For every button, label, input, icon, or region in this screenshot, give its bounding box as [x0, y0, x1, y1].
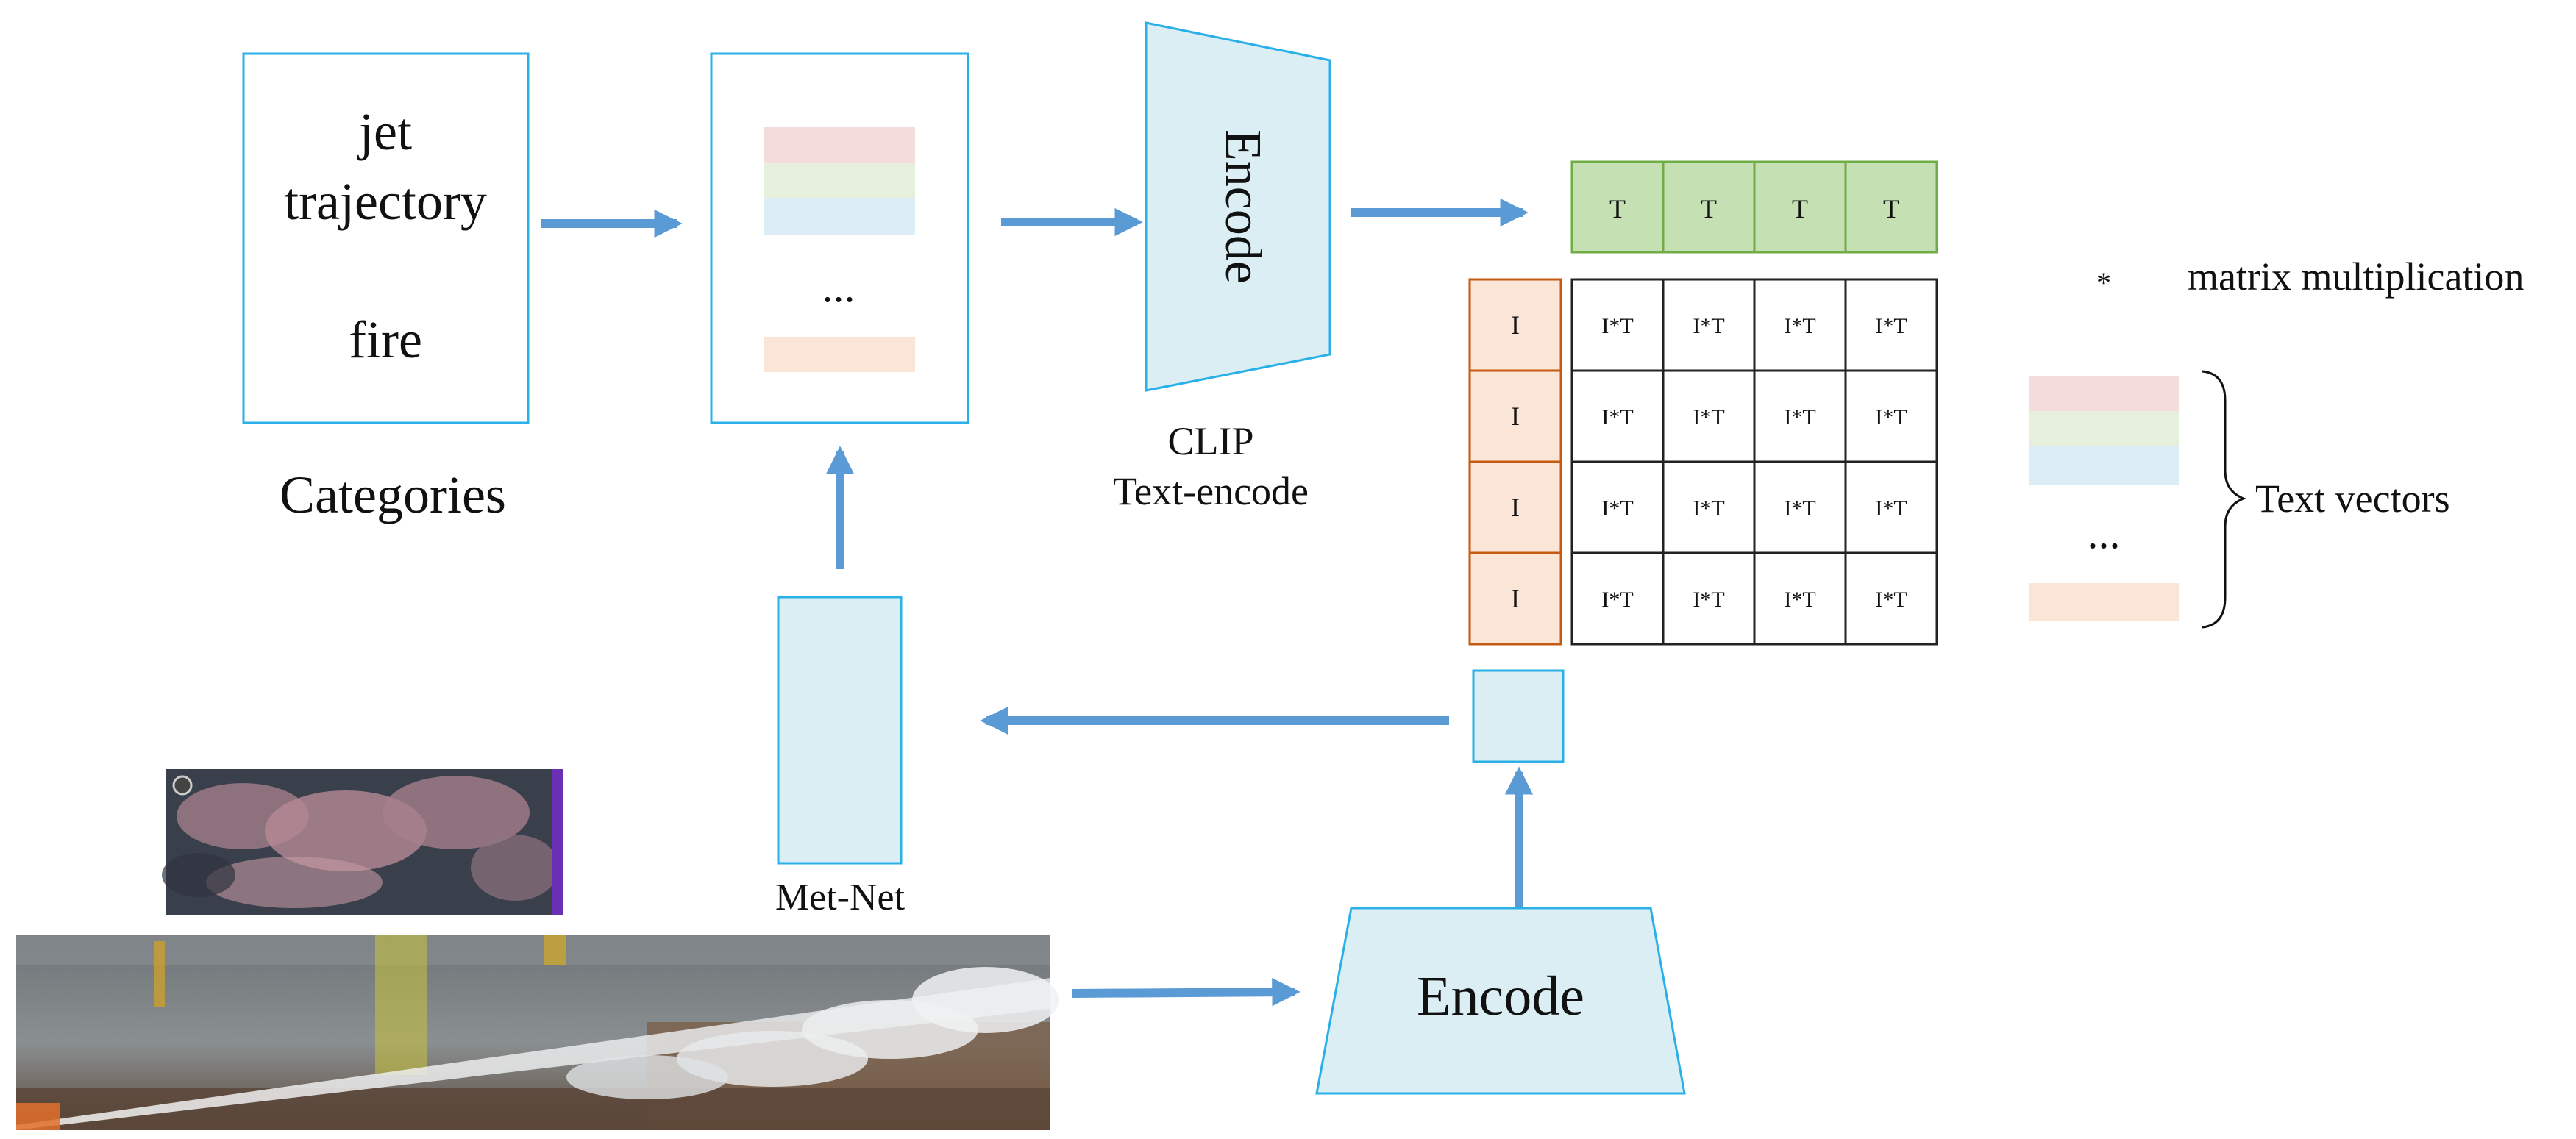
vector-bar-green: [764, 163, 915, 198]
similarity-cell-label: I*T: [1784, 588, 1815, 612]
smoke-crop-image: [162, 769, 563, 915]
text-feature-label: T: [1792, 194, 1808, 224]
text-feature-label: T: [1701, 194, 1717, 224]
similarity-cell-label: I*T: [1693, 588, 1724, 612]
image-feature-cell: I: [1468, 460, 1562, 554]
image-feature-cell: I: [1468, 551, 1562, 646]
vector-bar-blue: [764, 198, 915, 235]
image-encoder-label: Encode: [1417, 965, 1584, 1027]
text-encoder-label: Encode: [1214, 129, 1271, 284]
image-feature-square: [1472, 669, 1565, 763]
similarity-cell: I*T: [1753, 460, 1847, 554]
similarity-cell-label: I*T: [1601, 405, 1633, 429]
image-encoder: Encode: [1315, 907, 1686, 1095]
similarity-cell: I*T: [1844, 551, 1938, 646]
water-jet-photo: [16, 935, 1059, 1130]
similarity-matrix: I*T I*T I*T I*T I*T I*T I*T I*T I*T I*T I*T I*T I*T I…: [1570, 278, 1938, 646]
categories-label: Categories: [280, 465, 506, 524]
similarity-cell: I*T: [1662, 369, 1756, 463]
met-net-label: Met-Net: [775, 876, 905, 918]
similarity-cell: I*T: [1662, 551, 1756, 646]
image-feature-label: I: [1511, 584, 1520, 613]
similarity-cell: I*T: [1844, 278, 1938, 372]
text-feature-cell: T: [1662, 160, 1756, 254]
similarity-cell: I*T: [1844, 460, 1938, 554]
legend-star-text: matrix multiplication: [2188, 254, 2524, 299]
similarity-cell: I*T: [1753, 551, 1847, 646]
image-feature-cell: I: [1468, 278, 1562, 372]
similarity-cell-label: I*T: [1784, 405, 1815, 429]
image-feature-label: I: [1511, 310, 1520, 340]
text-feature-label: T: [1609, 194, 1626, 224]
similarity-cell-label: I*T: [1693, 496, 1724, 521]
vector-bar-pink: [764, 127, 915, 163]
similarity-cell-label: I*T: [1693, 405, 1724, 429]
similarity-cell: I*T: [1753, 369, 1847, 463]
image-feature-cell: I: [1468, 369, 1562, 463]
arrow-image-to-encoder: [1072, 978, 1301, 1007]
similarity-cell: I*T: [1844, 369, 1938, 463]
similarity-cell: I*T: [1662, 460, 1756, 554]
similarity-cell-label: I*T: [1693, 314, 1724, 338]
similarity-cell: I*T: [1570, 369, 1665, 463]
legend-ellipsis: ...: [2088, 509, 2121, 557]
similarity-cell: I*T: [1570, 551, 1665, 646]
similarity-cell-label: I*T: [1875, 405, 1907, 429]
similarity-cell-label: I*T: [1875, 314, 1907, 338]
text-feature-cell: T: [1570, 160, 1665, 254]
clip-text-encoder: Encode: [1145, 21, 1331, 392]
similarity-cell-label: I*T: [1601, 588, 1633, 612]
text-feature-label: T: [1883, 194, 1899, 224]
similarity-cell-label: I*T: [1601, 496, 1633, 521]
similarity-cell: I*T: [1662, 278, 1756, 372]
categories-box: jet trajectory fire: [242, 52, 530, 424]
legend-star: *: [2096, 266, 2111, 299]
prompt-vector-box: ...: [710, 52, 969, 424]
text-encode-caption: Text-encode: [1113, 469, 1309, 513]
category-fire: fire: [349, 310, 422, 369]
text-feature-cell: T: [1753, 160, 1847, 254]
similarity-cell: I*T: [1753, 278, 1847, 372]
similarity-cell: I*T: [1570, 278, 1665, 372]
image-feature-label: I: [1511, 493, 1520, 522]
image-feature-label: I: [1511, 401, 1520, 431]
met-net-block: [777, 596, 903, 865]
similarity-cell-label: I*T: [1875, 588, 1907, 612]
similarity-cell-label: I*T: [1875, 496, 1907, 521]
similarity-cell-label: I*T: [1784, 496, 1815, 521]
category-trajectory: trajectory: [284, 172, 487, 231]
category-jet: jet: [357, 102, 412, 161]
prompt-ellipsis: ...: [822, 263, 855, 311]
text-feature-cell: T: [1844, 160, 1938, 254]
legend-brace: [2202, 370, 2247, 629]
similarity-cell: I*T: [1570, 460, 1665, 554]
similarity-cell-label: I*T: [1601, 314, 1633, 338]
vector-bar-peach: [764, 337, 915, 372]
clip-caption: CLIP: [1167, 419, 1253, 463]
image-feature-column: I I I I: [1468, 278, 1562, 646]
text-vectors-legend: ...: [2029, 370, 2247, 629]
similarity-cell-label: I*T: [1784, 314, 1815, 338]
text-vectors-label: Text vectors: [2255, 476, 2450, 521]
